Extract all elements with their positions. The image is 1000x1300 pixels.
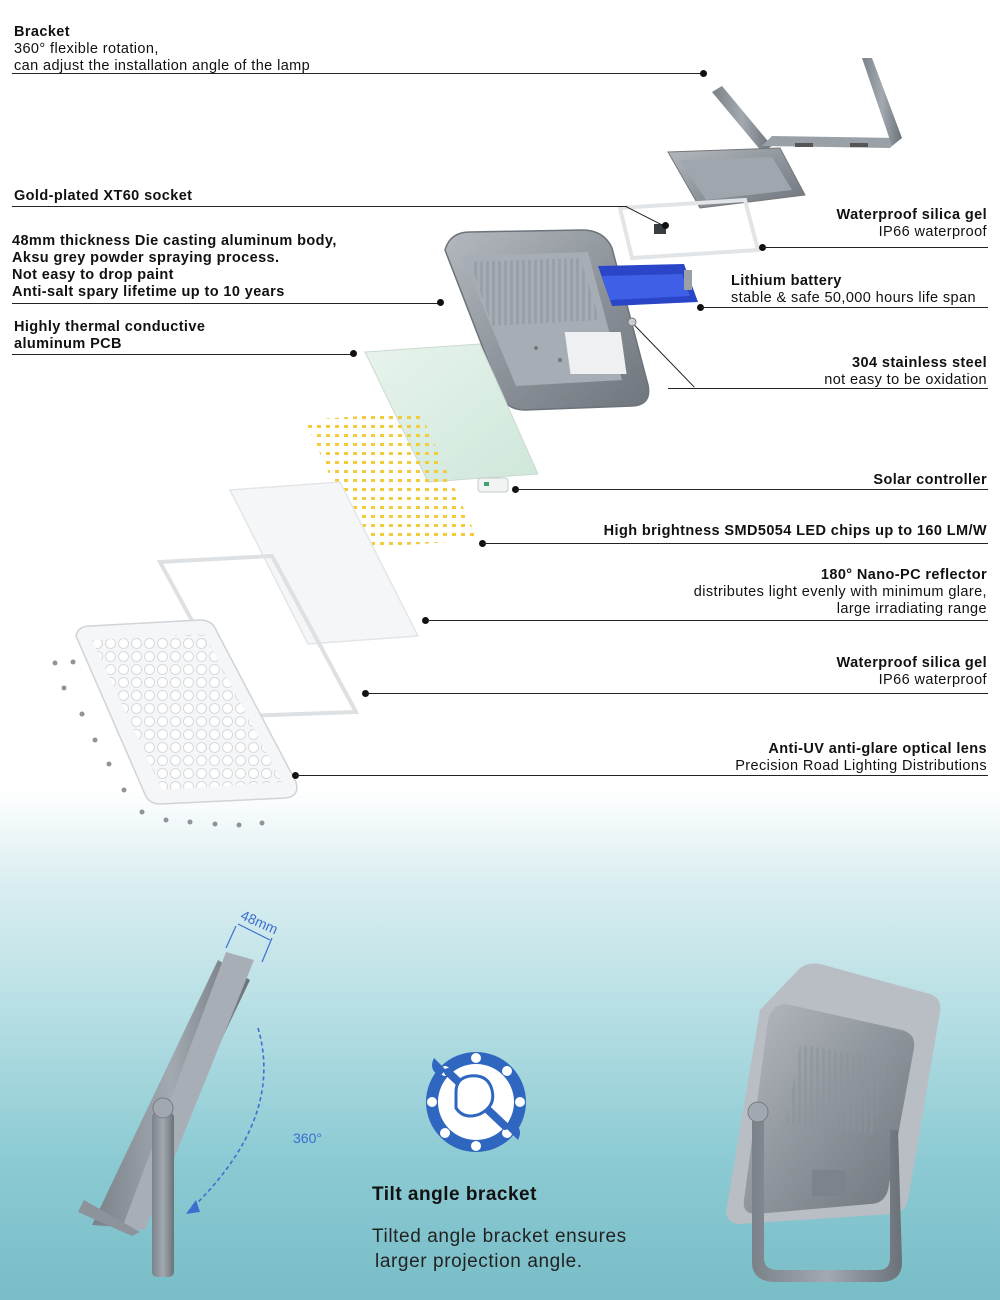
label-bracket-line2: can adjust the installation angle of the… — [14, 58, 311, 74]
tilt-desc-line2: larger projection angle. — [375, 1251, 583, 1272]
label-led: High brightness SMD5054 LED chips up to … — [604, 523, 987, 540]
leader-pcb — [12, 354, 354, 355]
rotation-arrow — [186, 1027, 265, 1214]
label-pcb: Highly thermal conductive aluminum PCB — [14, 319, 205, 353]
label-lens-desc: Precision Road Lighting Distributions — [735, 758, 987, 774]
tilt-desc-line1: Tilted angle bracket ensures — [372, 1226, 627, 1247]
dot-bracket — [700, 70, 707, 77]
leader-controller — [516, 489, 988, 490]
lithium-battery — [598, 264, 698, 306]
tilt-description: Tilted angle bracket ensures larger proj… — [372, 1224, 627, 1274]
label-led-title: High brightness SMD5054 LED chips up to … — [603, 523, 987, 539]
label-lens: Anti-UV anti-glare optical lens Precisio… — [735, 741, 987, 775]
dot-gel-top — [759, 244, 766, 251]
label-controller: Solar controller — [873, 472, 987, 489]
dot-pcb — [350, 350, 357, 357]
label-body-line1: 48mm thickness Die casting aluminum body… — [12, 233, 337, 249]
label-controller-title: Solar controller — [873, 472, 987, 488]
leader-gel-bottom — [366, 693, 988, 694]
label-body-line3: Not easy to drop paint — [12, 267, 174, 283]
rotation-label: 360° — [293, 1130, 322, 1146]
label-battery-desc: stable & safe 50,000 hours life span — [731, 290, 976, 306]
wrench-fist-icon — [426, 1052, 526, 1152]
leader-led — [483, 543, 988, 544]
dot-lens — [292, 772, 299, 779]
nano-pc-reflector — [228, 481, 420, 645]
leader-socket — [12, 206, 627, 207]
leader-battery — [701, 307, 988, 308]
label-bracket: Bracket 360° flexible rotation, can adju… — [14, 24, 310, 75]
label-gel-top: Waterproof silica gel IP66 waterproof — [837, 207, 987, 241]
label-battery: Lithium battery stable & safe 50,000 hou… — [731, 273, 976, 307]
label-socket: Gold-plated XT60 socket — [14, 188, 192, 205]
thickness-dimension — [225, 923, 273, 963]
dot-controller — [512, 486, 519, 493]
steel-screw — [627, 317, 637, 327]
optical-lens — [75, 619, 298, 805]
dot-reflector — [422, 617, 429, 624]
leader-gel-top — [763, 247, 988, 248]
label-battery-title: Lithium battery — [731, 273, 842, 289]
label-pcb-line1: Highly thermal conductive — [14, 319, 206, 335]
label-body-line4: Anti-salt spary lifetime up to 10 years — [12, 284, 285, 300]
dot-led — [479, 540, 486, 547]
dot-socket — [662, 222, 669, 229]
label-pcb-line2: aluminum PCB — [14, 336, 122, 352]
label-bracket-title: Bracket — [14, 24, 70, 40]
label-gel-bottom-desc: IP66 waterproof — [878, 672, 987, 688]
tilt-title: Tilt angle bracket — [372, 1184, 537, 1205]
leader-body — [12, 303, 440, 304]
leader-reflector — [426, 620, 988, 621]
label-lens-title: Anti-UV anti-glare optical lens — [768, 741, 987, 757]
dot-gel-bottom — [362, 690, 369, 697]
back-view-lamp — [726, 963, 941, 1282]
label-steel-desc: not easy to be oxidation — [824, 372, 987, 388]
leader-lens — [296, 775, 988, 776]
label-bracket-line1: 360° flexible rotation, — [14, 41, 159, 57]
label-socket-title: Gold-plated XT60 socket — [14, 188, 193, 204]
label-reflector-title: 180° Nano-PC reflector — [820, 567, 987, 583]
dot-battery — [697, 304, 704, 311]
gel-ring-top — [617, 197, 761, 261]
label-gel-top-desc: IP66 waterproof — [878, 224, 987, 240]
label-gel-top-title: Waterproof silica gel — [836, 207, 987, 223]
bracket-part — [667, 58, 902, 209]
solar-controller — [477, 477, 509, 493]
lens-screws — [52, 659, 265, 828]
label-gel-bottom-title: Waterproof silica gel — [836, 655, 987, 671]
label-body: 48mm thickness Die casting aluminum body… — [12, 233, 337, 301]
side-view-lamp — [78, 952, 254, 1277]
xt60-socket — [654, 224, 666, 234]
label-reflector: 180° Nano-PC reflector distributes light… — [694, 567, 987, 618]
label-gel-bottom: Waterproof silica gel IP66 waterproof — [837, 655, 987, 689]
dot-body — [437, 299, 444, 306]
leader-bracket — [12, 73, 704, 74]
label-steel: 304 stainless steel not easy to be oxida… — [824, 355, 987, 389]
aluminum-body — [444, 229, 650, 411]
label-reflector-line1: distributes light evenly with minimum gl… — [693, 584, 987, 600]
label-reflector-line2: large irradiating range — [836, 601, 987, 617]
label-steel-title: 304 stainless steel — [852, 355, 987, 371]
label-body-line2: Aksu grey powder spraying process. — [12, 250, 280, 266]
leader-steel — [668, 388, 988, 389]
